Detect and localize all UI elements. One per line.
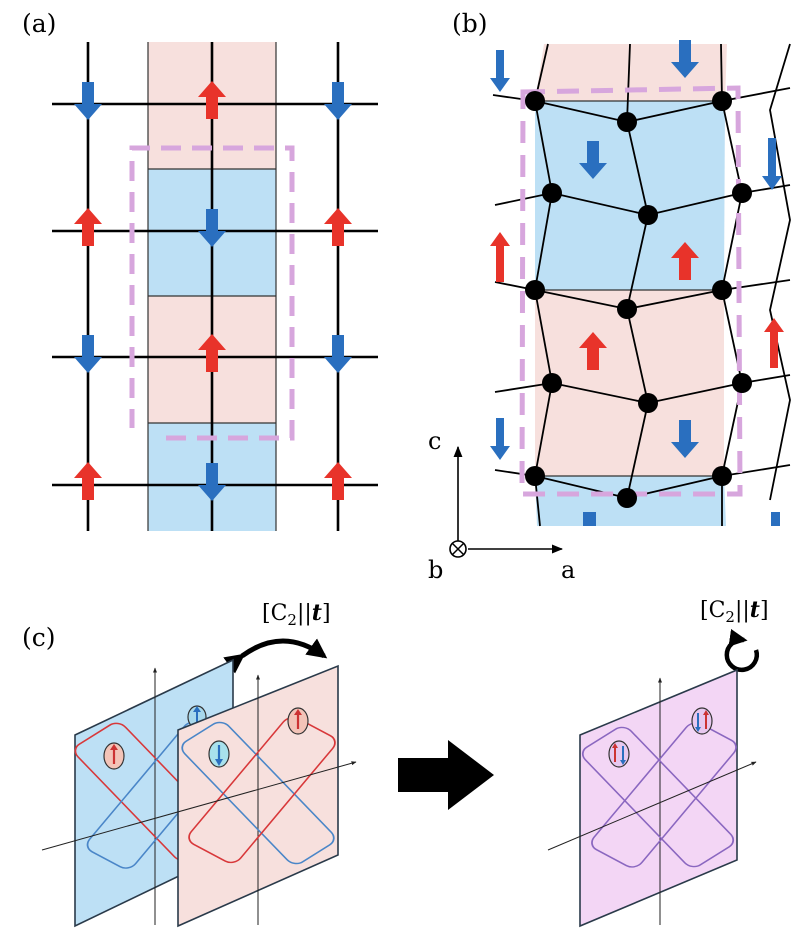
circular-arrow-icon <box>724 629 759 673</box>
operation-label-left: [C2||t] <box>262 600 331 629</box>
cell-blue <box>535 101 725 290</box>
plane-pink <box>177 664 339 928</box>
axis-c-label: c <box>428 427 441 455</box>
spin-up-arrow-icon <box>324 208 352 246</box>
right-arrow-icon <box>398 740 494 810</box>
spin-fragment <box>583 512 596 526</box>
panel-a-label: (a) <box>22 9 56 38</box>
spin-down-arrow-icon <box>74 335 102 373</box>
kx-axis <box>547 761 757 851</box>
axis-b-label: b <box>428 556 443 584</box>
curved-double-arrow-icon <box>223 638 328 674</box>
spin-down-arrow-icon <box>324 335 352 373</box>
spin-up-arrow-icon <box>324 462 352 500</box>
spin-pocket-icon <box>691 707 713 735</box>
axis-a-label: a <box>561 556 575 584</box>
panel-c-label: (c) <box>22 623 56 652</box>
atoms <box>525 91 752 508</box>
panel-b-label: (b) <box>452 9 488 38</box>
spin-up-arrow-icon <box>74 462 102 500</box>
panel-a: (a) <box>22 9 378 531</box>
magnetic-cell-outline <box>519 85 743 497</box>
crystal-axes: c a b <box>428 427 575 584</box>
magnetic-cell-outline <box>129 145 295 441</box>
plane-purple <box>547 668 757 928</box>
panel-b: (b) <box>428 9 791 584</box>
panel-c: (c) [C2||t] <box>22 597 769 928</box>
operation-label-right: [C2||t] <box>700 597 769 626</box>
edge-spins <box>490 50 784 526</box>
spin-down-arrow-icon <box>74 82 102 120</box>
spin-up-arrow-icon <box>74 208 102 246</box>
cell-pink <box>535 290 724 476</box>
spin-down-arrow-icon <box>324 82 352 120</box>
kx-axis <box>41 761 357 851</box>
spin-pocket-icon <box>608 740 630 768</box>
